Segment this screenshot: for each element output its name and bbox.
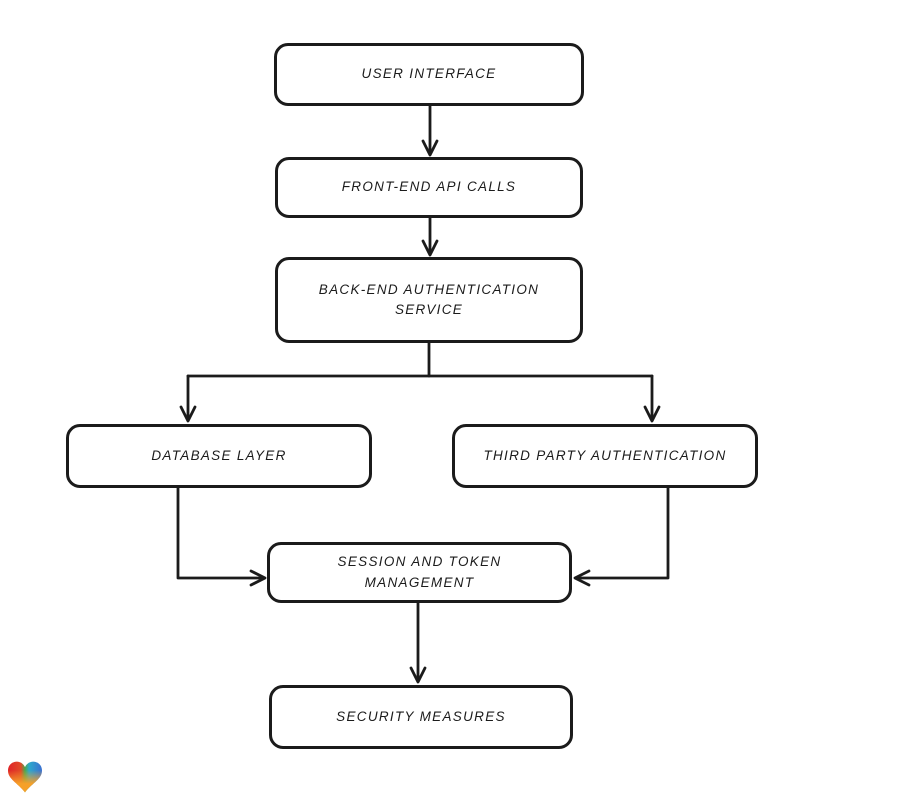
node-database-layer[interactable]: DATABASE LAYER [66, 424, 372, 488]
edge-backend-branch [179, 341, 661, 423]
node-label: USER INTERFACE [361, 66, 497, 82]
edge-frontend-to-backend [421, 216, 439, 257]
node-label: FRONT-END API CALLS [341, 179, 517, 195]
edge-thirdparty-to-session [573, 486, 670, 587]
edge-session-to-security [409, 601, 427, 684]
node-label: DATABASE LAYER [151, 447, 287, 463]
node-front-end-api-calls[interactable]: FRONT-END API CALLS [275, 157, 583, 218]
node-label: SECURITY MEASURES [336, 708, 506, 724]
node-third-party-authentication[interactable]: THIRD PARTY AUTHENTICATION [452, 424, 758, 488]
node-session-and-token-management[interactable]: SESSION AND TOKEN MANAGEMENT [267, 542, 572, 603]
node-user-interface[interactable]: USER INTERFACE [274, 43, 584, 106]
node-label: THIRD PARTY AUTHENTICATION [483, 447, 727, 463]
node-security-measures[interactable]: SECURITY MEASURES [269, 685, 573, 749]
edge-user-to-frontend [421, 104, 439, 157]
node-label: SESSION AND TOKEN MANAGEMENT [337, 554, 502, 590]
node-back-end-authentication-service[interactable]: BACK-END AUTHENTICATION SERVICE [275, 257, 583, 343]
eraser-heart-logo-icon[interactable] [8, 761, 42, 794]
node-label: BACK-END AUTHENTICATION SERVICE [318, 281, 540, 317]
edge-database-to-session [176, 486, 267, 587]
